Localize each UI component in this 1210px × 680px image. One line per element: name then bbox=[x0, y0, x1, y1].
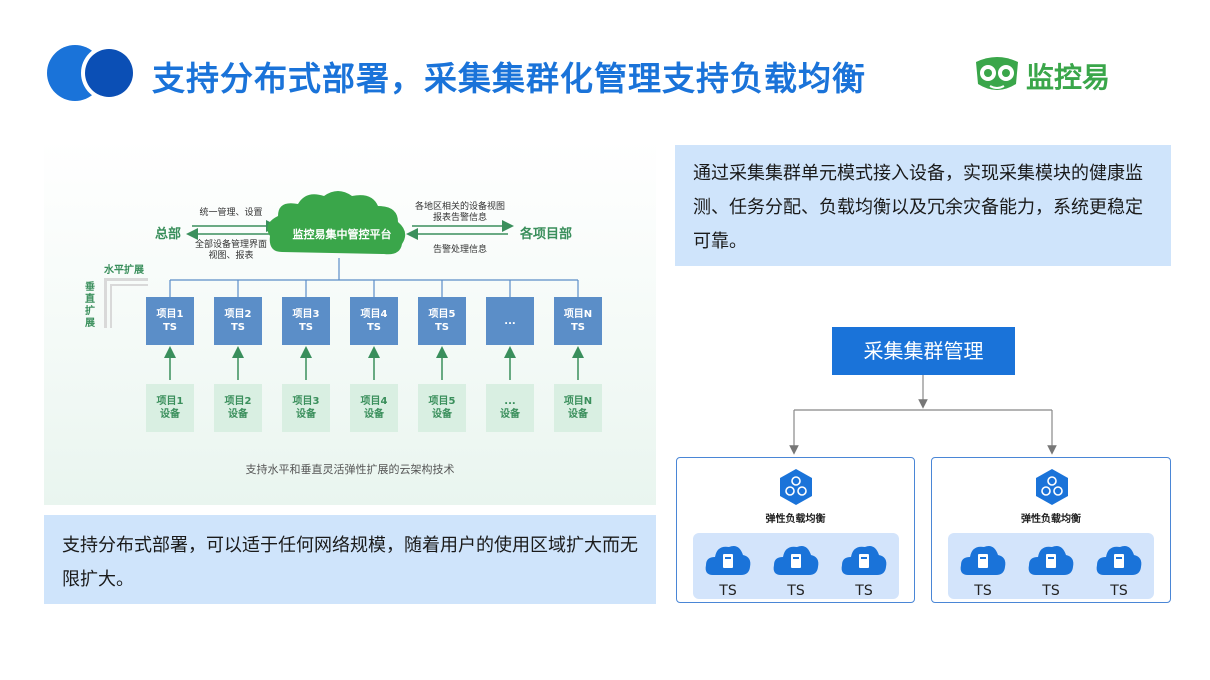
platform-cloud-label: 监控易集中管控平台 bbox=[292, 228, 392, 241]
left-bottom-annotation-2: 视图、报表 bbox=[208, 251, 254, 261]
load-balancer-label: 弹性负载均衡 bbox=[1021, 514, 1081, 525]
load-balancer-icon bbox=[780, 469, 812, 505]
device-box: ...设备 bbox=[486, 384, 534, 432]
left-description-text: 支持分布式部署，可以适于任何网络规模，随着用户的使用区域扩大而无限扩大。 bbox=[62, 535, 638, 590]
ts-node: TS bbox=[1026, 539, 1076, 599]
load-balancer-icon bbox=[1036, 469, 1068, 505]
right-description-text: 通过采集集群单元模式接入设备，实现采集模块的健康监测、任务分配、负载均衡以及冗余… bbox=[693, 163, 1143, 252]
brand-logo-text: 监控易 bbox=[1026, 61, 1111, 94]
ts-node: TS bbox=[958, 539, 1008, 599]
ts-node-group: TS TS TS bbox=[693, 533, 899, 599]
cluster-management-box: 采集集群管理 bbox=[832, 327, 1015, 375]
cloud-server-icon bbox=[841, 546, 887, 575]
cloud-server-icon bbox=[773, 546, 819, 575]
diagram-caption: 支持水平和垂直灵活弹性扩展的云架构技术 bbox=[245, 463, 455, 476]
right-top-annotation-1: 各地区相关的设备视图 bbox=[414, 202, 505, 212]
page-title: 支持分布式部署，采集集群化管理支持负载均衡 bbox=[152, 59, 866, 98]
header-logo-circles bbox=[46, 44, 138, 102]
ts-node: TS bbox=[839, 539, 889, 599]
horizontal-expansion-label: 水平扩展 bbox=[104, 265, 144, 276]
vertical-expansion-label: 垂直扩展 bbox=[85, 282, 95, 329]
right-top-annotation-2: 报表告警信息 bbox=[432, 213, 487, 223]
ts-box: ... bbox=[486, 297, 534, 345]
projects-label: 各项目部 bbox=[520, 227, 573, 242]
ts-node: TS bbox=[1094, 539, 1144, 599]
left-top-annotation: 统一管理、设置 bbox=[199, 208, 263, 218]
brand-owl-icon bbox=[972, 54, 1022, 94]
cluster-panel: 弹性负载均衡 TS TS TS bbox=[676, 457, 915, 603]
left-description-panel: 支持分布式部署，可以适于任何网络规模，随着用户的使用区域扩大而无限扩大。 bbox=[44, 515, 656, 604]
ts-node-group: TS TS TS bbox=[948, 533, 1154, 599]
cloud-server-icon bbox=[960, 546, 1006, 575]
ts-node: TS bbox=[703, 539, 753, 599]
platform-cloud-shape bbox=[267, 191, 406, 255]
cloud-server-icon bbox=[1096, 546, 1142, 575]
left-bottom-annotation-1: 全部设备管理界面 bbox=[194, 240, 267, 250]
hq-label: 总部 bbox=[155, 227, 182, 242]
cluster-panel: 弹性负载均衡 TS TS TS bbox=[931, 457, 1171, 603]
cloud-server-icon bbox=[1028, 546, 1074, 575]
cloud-server-icon bbox=[705, 546, 751, 575]
right-description-panel: 通过采集集群单元模式接入设备，实现采集模块的健康监测、任务分配、负载均衡以及冗余… bbox=[675, 145, 1171, 266]
ts-node: TS bbox=[771, 539, 821, 599]
load-balancer-label: 弹性负载均衡 bbox=[765, 514, 826, 525]
right-bottom-annotation: 告警处理信息 bbox=[432, 245, 487, 255]
